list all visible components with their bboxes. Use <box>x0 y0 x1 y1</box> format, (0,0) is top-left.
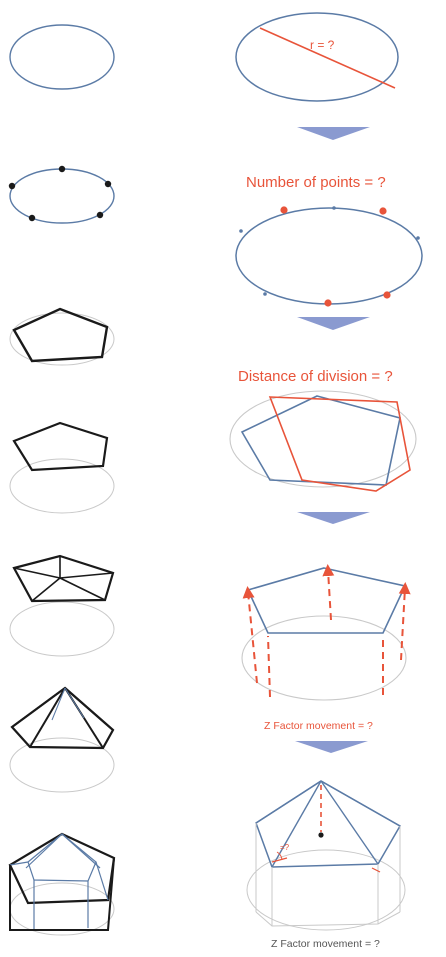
z-factor-label-1: Z Factor movement = ? <box>264 720 373 732</box>
right-step-4-extrusion <box>241 564 411 701</box>
flow-arrow-4 <box>295 741 368 753</box>
z-factor-label-2: Z Factor movement = ? <box>271 938 380 950</box>
left-step-3-pentagon <box>9 307 115 366</box>
left-step-1-ellipse <box>9 24 115 90</box>
left-step-2-ellipse-points <box>8 165 115 224</box>
right-step-1-ellipse-radius <box>235 12 399 102</box>
distance-of-division-label: Distance of division = ? <box>238 368 393 385</box>
left-step-5-pentagon-triangulated <box>9 554 115 657</box>
flow-arrow-1 <box>297 127 370 140</box>
left-step-4-pentagon-lifted <box>9 421 115 514</box>
right-step-2-ellipse-points <box>235 206 423 307</box>
left-step-7-prism-pyramid <box>8 832 116 936</box>
left-step-6-pyramid <box>9 686 115 793</box>
flow-arrow-2 <box>297 317 370 330</box>
right-step-5-apex-movement <box>246 780 406 931</box>
flow-arrow-3 <box>297 512 370 524</box>
number-of-points-label: Number of points = ? <box>246 174 386 191</box>
right-step-3-division-pentagons <box>229 390 417 492</box>
radius-label: r = ? <box>310 38 335 52</box>
angle-label: =? <box>280 843 290 852</box>
